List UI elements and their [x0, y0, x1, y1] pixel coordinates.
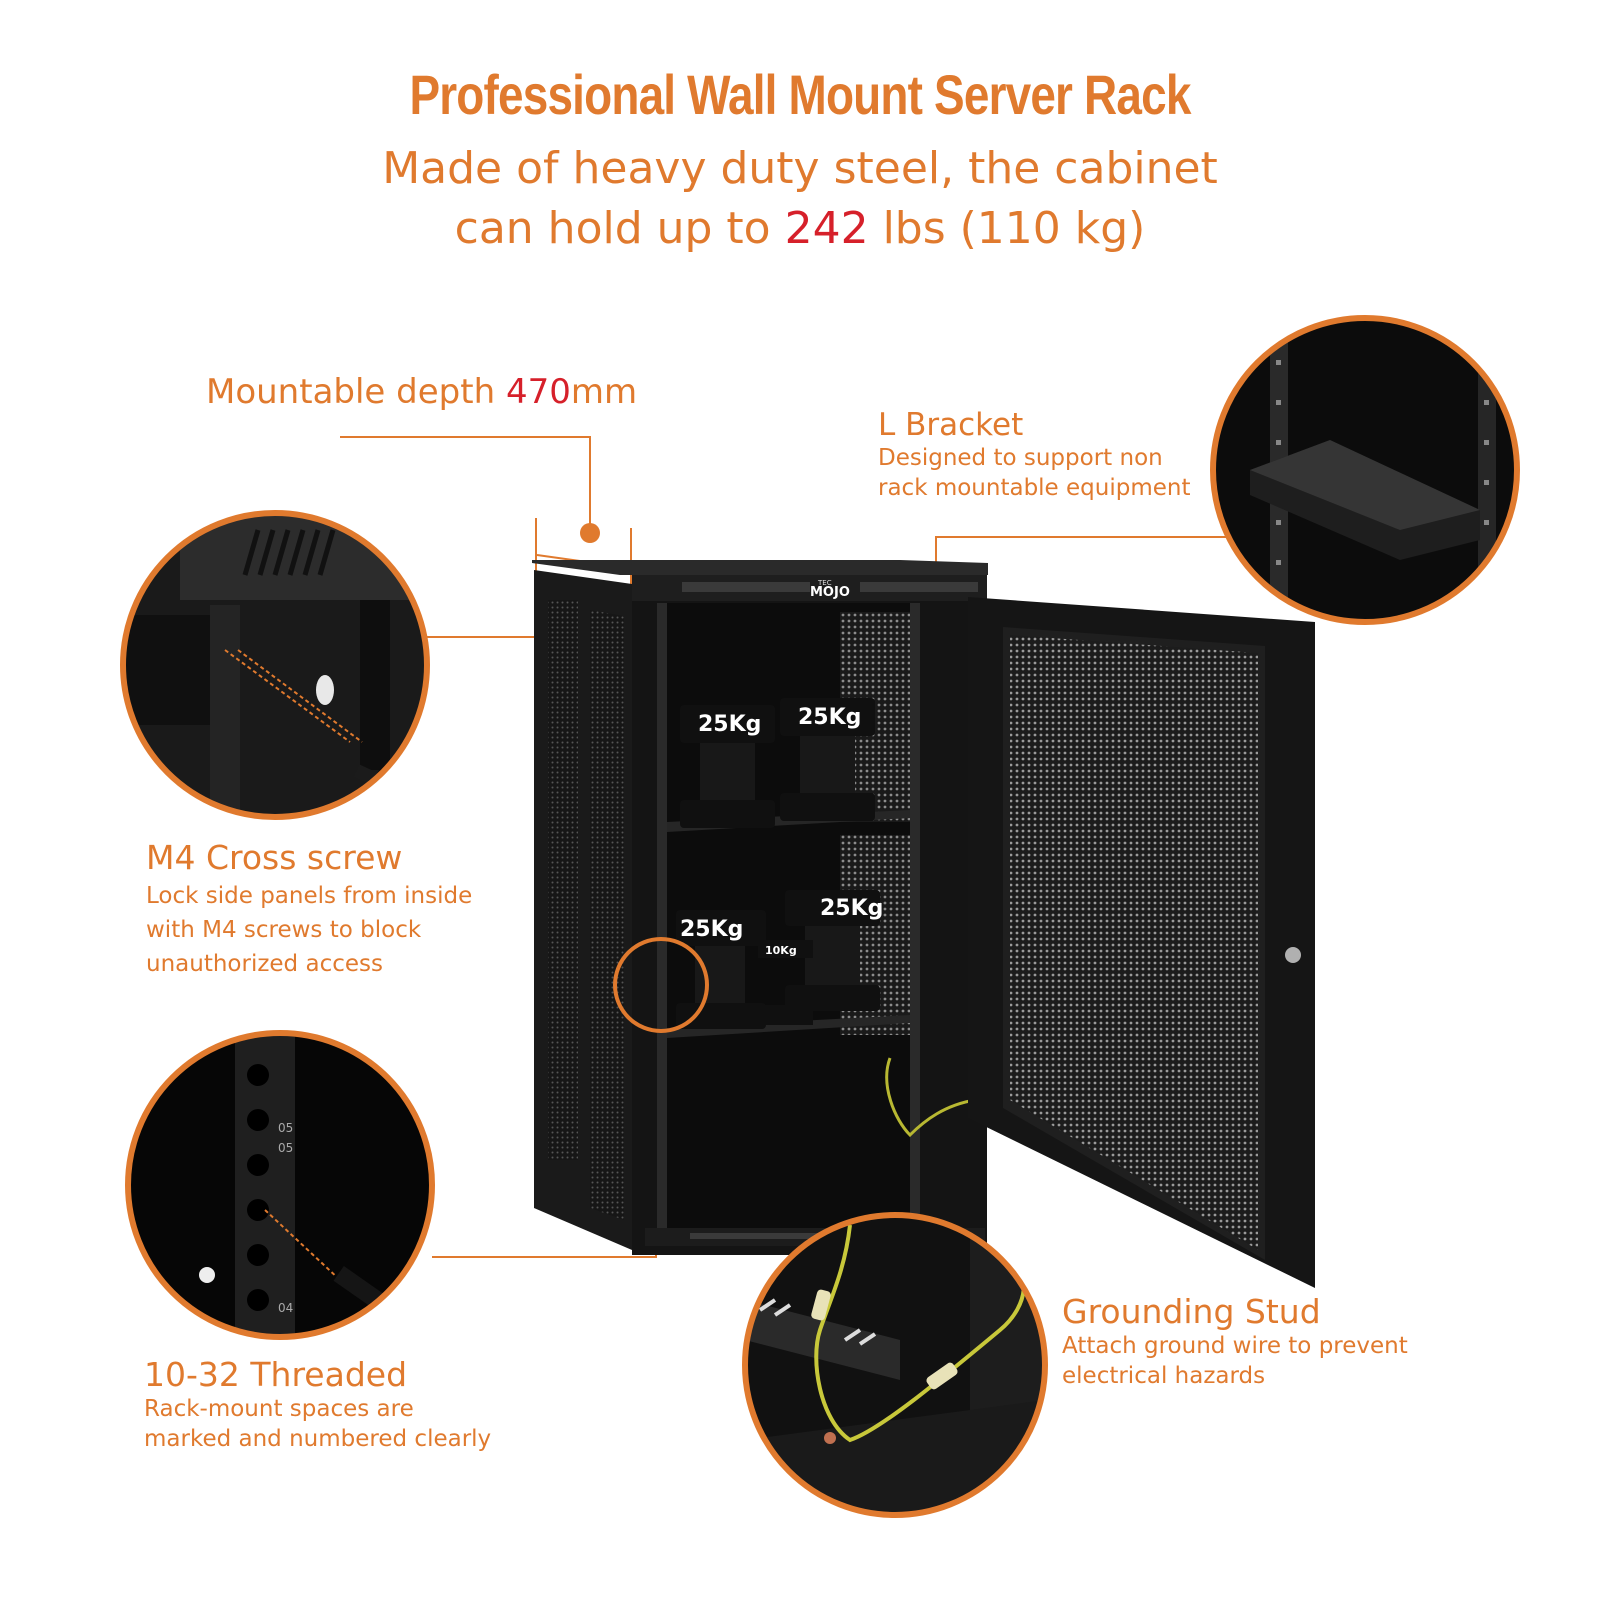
cabinet-door: [968, 597, 1315, 1288]
rail-number-2: 05: [278, 1141, 293, 1155]
rail-highlight-ring: [613, 937, 709, 1033]
weight-label-3: 25Kg: [680, 917, 743, 942]
weight-label-4: 25Kg: [820, 896, 883, 921]
l-bracket-desc-1: Designed to support non: [878, 445, 1163, 471]
grounding-stud-detail-circle: [742, 1212, 1048, 1518]
weight-label-1: 25Kg: [698, 712, 761, 737]
l-bracket-title: L Bracket: [878, 407, 1024, 443]
depth-dot: [580, 523, 600, 543]
weight-label-5: 10Kg: [765, 944, 797, 957]
capacity-highlight: 242: [784, 203, 869, 254]
grounding-title: Grounding Stud: [1062, 1292, 1321, 1331]
brand-logo: MOJO: [810, 585, 850, 600]
weight-label-2: 25Kg: [798, 705, 861, 730]
server-cabinet: TEC MOJO 25Kg 25Kg 25Kg: [532, 560, 988, 1255]
threaded-desc-1: Rack-mount spaces are: [144, 1396, 414, 1422]
depth-label: Mountable depth: [206, 372, 506, 412]
m4-screw-desc-3: unauthorized access: [146, 951, 383, 977]
depth-callout: Mountable depth 470mm: [206, 372, 637, 412]
m4-screw-callout: M4 Cross screw Lock side panels from ins…: [146, 838, 472, 981]
threaded-title: 10-32 Threaded: [144, 1355, 408, 1394]
threaded-desc-2: marked and numbered clearly: [144, 1426, 492, 1452]
rail-number-3: 04: [278, 1301, 293, 1315]
l-bracket-callout: L Bracket Designed to support non rack m…: [878, 407, 1191, 503]
rail-number-1: 05: [278, 1121, 293, 1135]
l-bracket-desc-2: rack mountable equipment: [878, 475, 1191, 501]
page-title: Professional Wall Mount Server Rack: [409, 63, 1191, 126]
subtitle-text-post: lbs (110 kg): [868, 203, 1146, 254]
m4-screw-desc-1: Lock side panels from inside: [146, 883, 473, 909]
threaded-rail-detail-circle: 05 05 04: [125, 1030, 435, 1340]
subtitle-text-pre: can hold up to: [454, 203, 785, 254]
depth-value: 470: [505, 372, 571, 412]
m4-screw-detail-circle: [120, 510, 430, 820]
brand-small: TEC: [817, 579, 832, 587]
m4-screw-title: M4 Cross screw: [146, 838, 403, 877]
l-bracket-detail-circle: [1210, 315, 1520, 625]
depth-unit: mm: [570, 372, 638, 412]
grounding-desc-2: electrical hazards: [1062, 1363, 1266, 1389]
threaded-callout: 10-32 Threaded Rack-mount spaces are mar…: [144, 1355, 491, 1454]
grounding-callout: Grounding Stud Attach ground wire to pre…: [1062, 1292, 1408, 1391]
m4-screw-desc-2: with M4 screws to block: [146, 917, 422, 943]
grounding-desc-1: Attach ground wire to prevent: [1062, 1333, 1408, 1359]
subtitle-line-1: Made of heavy duty steel, the cabinet: [382, 143, 1218, 194]
subtitle-line-2: can hold up to 242 lbs (110 kg): [0, 203, 1600, 254]
